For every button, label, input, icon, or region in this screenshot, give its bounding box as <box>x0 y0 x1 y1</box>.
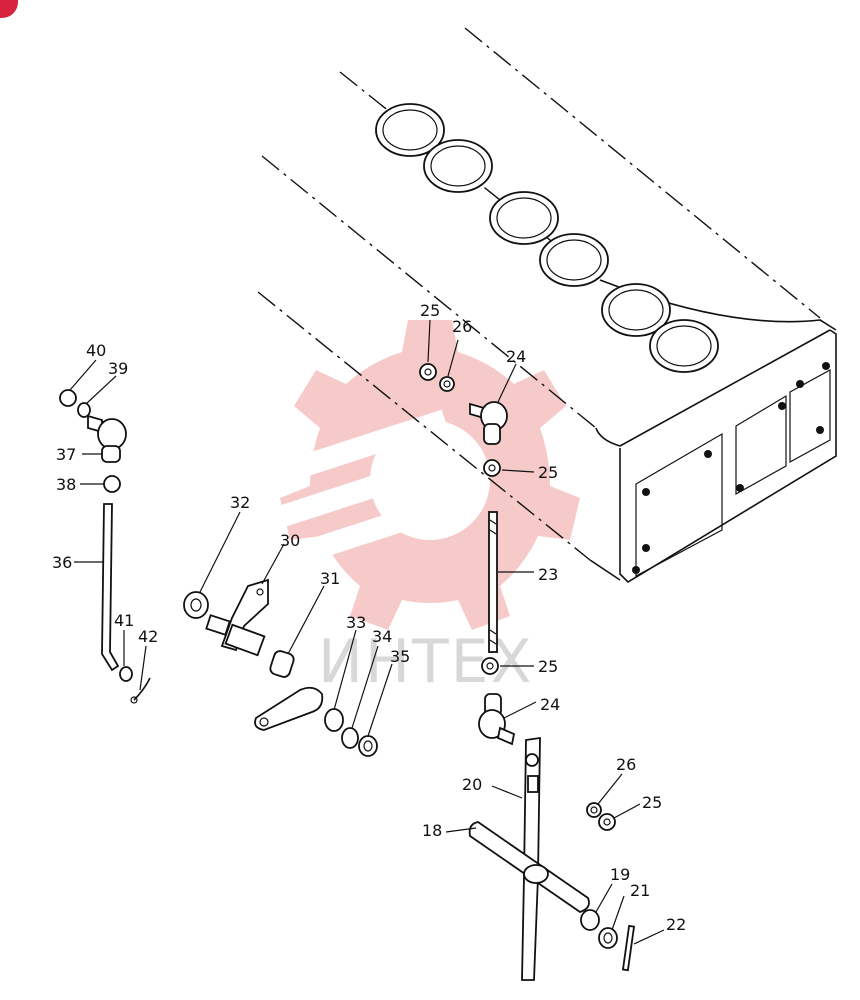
label-40: 40 <box>86 341 106 360</box>
label-18: 18 <box>422 821 442 840</box>
label-20: 20 <box>462 775 482 794</box>
intake-ports <box>375 103 719 373</box>
callout-labels: 25 26 24 25 23 25 24 20 18 19 21 22 26 2… <box>52 301 686 934</box>
washer-26-upper <box>439 376 455 392</box>
pin-22 <box>621 924 636 972</box>
label-33: 33 <box>346 613 366 632</box>
washer-39 <box>77 402 91 418</box>
nut-25-right <box>598 813 616 831</box>
label-34: 34 <box>372 627 392 646</box>
leader-lines <box>69 319 665 945</box>
corner-badge <box>0 0 18 18</box>
rod-36 <box>101 503 120 672</box>
washer-34 <box>341 727 359 749</box>
nut-25-upper <box>419 363 437 381</box>
label-26a: 26 <box>452 317 472 336</box>
rod-23 <box>488 511 498 653</box>
label-25b: 25 <box>538 463 558 482</box>
label-25c: 25 <box>538 657 558 676</box>
nut-40 <box>59 389 77 407</box>
arm-lever <box>254 686 324 731</box>
label-25a: 25 <box>420 301 440 320</box>
bell-crank-30 <box>205 578 269 657</box>
label-35: 35 <box>390 647 410 666</box>
nut-25-mid <box>483 459 501 477</box>
watermark-text: ИНТЕХ <box>318 627 534 697</box>
ball-joint-37 <box>87 414 127 463</box>
label-30: 30 <box>280 531 300 550</box>
label-24b: 24 <box>540 695 560 714</box>
ball-joint-24-lower <box>478 693 516 746</box>
washer-41 <box>119 666 133 682</box>
nut-38 <box>103 475 121 493</box>
washer-19 <box>580 909 600 931</box>
label-42: 42 <box>138 627 158 646</box>
washer-33 <box>324 708 344 732</box>
label-24a: 24 <box>506 347 526 366</box>
washer-26-right <box>586 802 602 818</box>
label-37: 37 <box>56 445 76 464</box>
label-31: 31 <box>320 569 340 588</box>
pin-42 <box>130 677 151 704</box>
cylinder-block <box>257 27 837 584</box>
bushing-31 <box>269 650 295 678</box>
label-41: 41 <box>114 611 134 630</box>
label-38: 38 <box>56 475 76 494</box>
label-36: 36 <box>52 553 72 572</box>
label-32: 32 <box>230 493 250 512</box>
watermark-gear-icon <box>251 320 580 630</box>
label-19: 19 <box>610 865 630 884</box>
label-26b: 26 <box>616 755 636 774</box>
label-25d: 25 <box>642 793 662 812</box>
nut-25-lower <box>481 657 499 675</box>
label-39: 39 <box>108 359 128 378</box>
label-21: 21 <box>630 881 650 900</box>
ball-joint-24-upper <box>469 401 508 445</box>
clip-21 <box>598 927 618 949</box>
label-23: 23 <box>538 565 558 584</box>
shaft-18 <box>468 821 590 913</box>
label-22: 22 <box>666 915 686 934</box>
nut-35 <box>358 735 378 757</box>
nut-32 <box>183 591 209 619</box>
